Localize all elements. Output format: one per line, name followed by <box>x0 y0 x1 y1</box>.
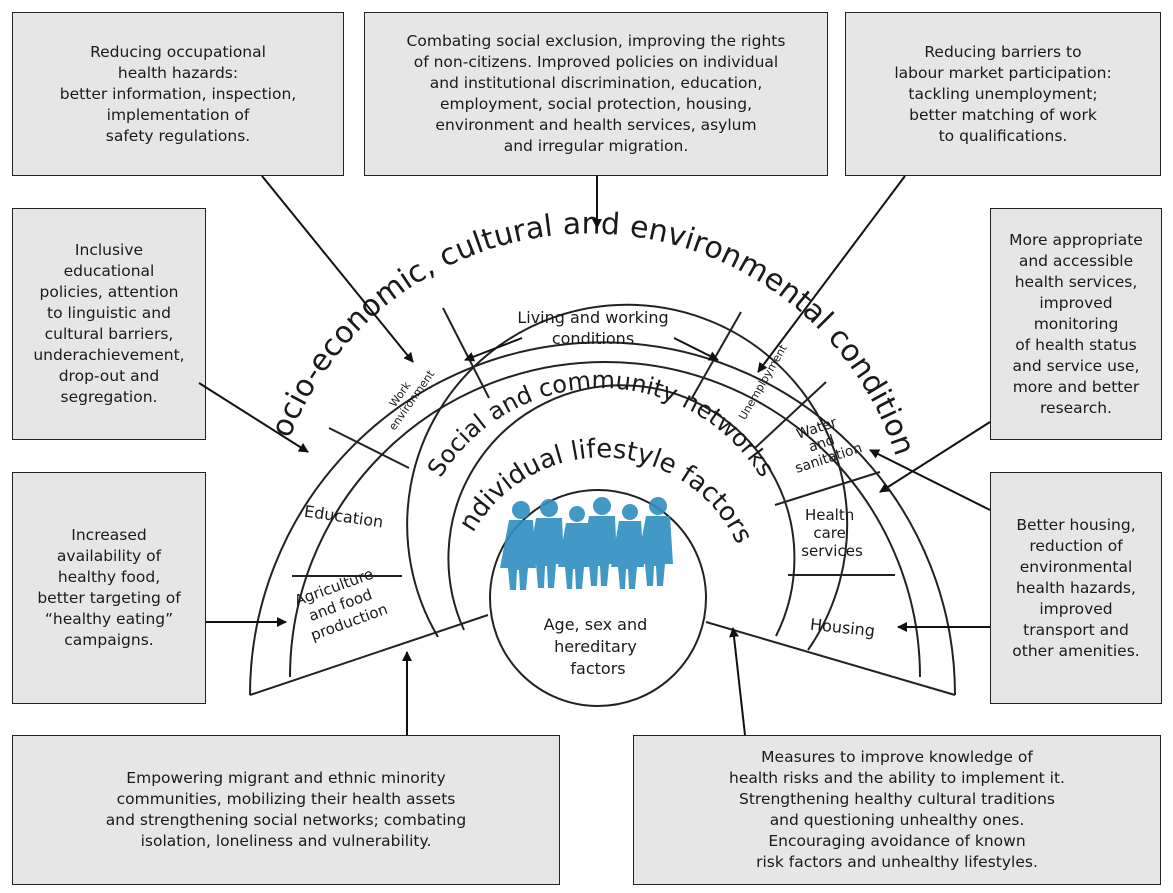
box-knowledge-measures: Measures to improve knowledge of health … <box>633 735 1161 885</box>
second-ring <box>289 361 921 678</box>
education-label: Education <box>303 502 385 532</box>
box-knowledge-measures-text: Measures to improve knowledge of health … <box>729 748 1065 871</box>
box-empowering-communities: Empowering migrant and ethnic minority c… <box>12 735 560 885</box>
box-occupational-hazards: Reducing occupational health hazards: be… <box>12 12 344 176</box>
arrow-knowledge <box>729 627 746 736</box>
box-health-services: More appropriate and accessible health s… <box>990 208 1162 440</box>
outer-arc-label: Socio-economic, cultural and environment… <box>0 0 922 460</box>
work-environment-label: Work environment <box>376 360 438 433</box>
core-line-2: hereditary <box>554 637 637 656</box>
box-better-housing-text: Better housing, reduction of environment… <box>1012 515 1140 660</box>
box-educational-policies-text: Inclusive educational policies, attentio… <box>33 241 185 406</box>
core-line-1: Age, sex and <box>544 615 648 634</box>
box-social-exclusion-text: Combating social exclusion, improving th… <box>406 32 786 155</box>
box-empowering-communities-text: Empowering migrant and ethnic minority c… <box>105 769 467 850</box>
hc-line-1: Health <box>805 506 854 524</box>
arrow-health-services <box>879 421 991 493</box>
social-ring <box>447 384 796 637</box>
box-occupational-hazards-text: Reducing occupational health hazards: be… <box>59 42 297 145</box>
hc-line-3: services <box>801 542 863 560</box>
core-line-3: factors <box>570 659 625 678</box>
box-health-services-text: More appropriate and accessible health s… <box>1009 230 1143 417</box>
divider-water-health <box>774 471 881 506</box>
water-line-2: and <box>807 432 837 455</box>
left-base-line <box>249 614 489 696</box>
living-working-label-2: conditions <box>552 329 634 348</box>
box-educational-policies: Inclusive educational policies, attentio… <box>12 208 206 440</box>
third-ring <box>406 303 849 651</box>
box-labour-market: Reducing barriers to labour market parti… <box>845 12 1161 176</box>
core-label: Age, sex and hereditary factors <box>544 615 653 678</box>
water-sanitation-label: Water and sanitation <box>783 410 864 477</box>
arrow-living-right <box>673 337 719 361</box>
arrow-education-policy <box>198 382 309 453</box>
box-better-housing: Better housing, reduction of environment… <box>990 472 1162 704</box>
arrow-living-left <box>464 337 523 362</box>
unemployment-label: Unemployment <box>736 342 790 422</box>
divider-unemp-water <box>754 381 827 449</box>
arrow-housing-service <box>869 449 991 511</box>
housing-label: Housing <box>809 615 876 641</box>
box-healthy-food: Increased availability of healthy food, … <box>12 472 206 704</box>
people-silhouettes-icon <box>500 497 673 590</box>
living-working-label: Living and working <box>517 308 668 327</box>
box-labour-market-text: Reducing barriers to labour market parti… <box>894 42 1112 145</box>
hc-line-2: care <box>813 524 846 542</box>
outer-ring <box>249 341 956 696</box>
health-care-label: Health care services <box>801 506 863 560</box>
box-healthy-food-text: Increased availability of healthy food, … <box>37 526 181 649</box>
box-social-exclusion: Combating social exclusion, improving th… <box>364 12 828 176</box>
right-base-line <box>705 621 956 696</box>
individual-arc-label: Individual lifestyle factors <box>0 0 758 548</box>
arrow-occupational <box>261 175 414 363</box>
arrow-labour <box>757 175 906 373</box>
divider-work-left <box>328 427 410 469</box>
